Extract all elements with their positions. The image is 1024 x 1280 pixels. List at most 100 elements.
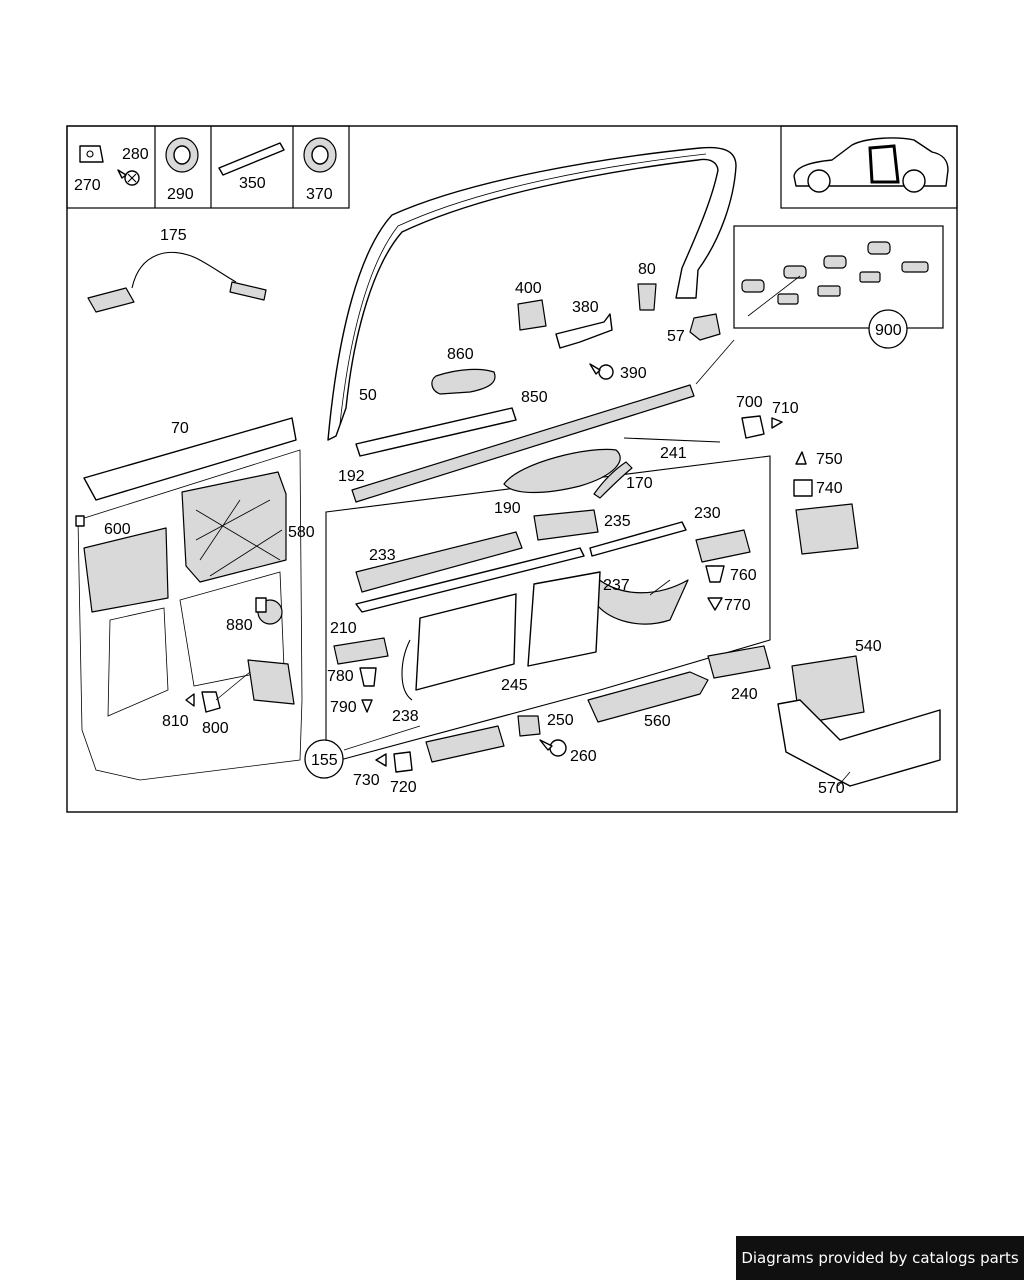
label-50: 50 (359, 387, 377, 404)
label-720: 720 (390, 779, 417, 796)
grommet-370-icon (303, 137, 337, 173)
label-350: 350 (239, 175, 266, 192)
socket-740-icon (793, 479, 813, 497)
lamp-lower-icon (425, 725, 505, 763)
rail-560-icon (587, 671, 709, 723)
clip-270-icon (79, 145, 104, 163)
label-155: 155 (311, 752, 338, 769)
handle-170-icon (593, 461, 633, 499)
window-frame-50-icon (327, 146, 737, 441)
label-175: 175 (160, 227, 187, 244)
cable-175-icon (87, 251, 267, 313)
label-290: 290 (167, 186, 194, 203)
trim-600-icon (83, 527, 169, 613)
label-210: 210 (330, 620, 357, 637)
label-245: 245 (501, 677, 528, 694)
label-370: 370 (306, 186, 333, 203)
switch-panel-235-icon (533, 509, 599, 541)
armrest-233-icon (355, 531, 523, 593)
label-800: 800 (202, 720, 229, 737)
label-237: 237 (603, 577, 630, 594)
label-390: 390 (620, 365, 647, 382)
label-57: 57 (667, 328, 685, 345)
label-850: 850 (521, 389, 548, 406)
diagram-frame (66, 125, 958, 813)
module-240-icon (707, 645, 771, 679)
knob-880-icon (255, 597, 283, 625)
socket-780-icon (359, 667, 377, 687)
bulb-810-icon (185, 693, 195, 707)
lamp-700-icon (741, 415, 765, 439)
bracket-380-icon (555, 313, 613, 349)
kit-900-group (733, 225, 944, 349)
label-880: 880 (226, 617, 253, 634)
label-600: 600 (104, 521, 131, 538)
strip-850-icon (355, 407, 517, 457)
label-380: 380 (572, 299, 599, 316)
clip-80-icon (637, 283, 657, 311)
label-233: 233 (369, 547, 396, 564)
label-250: 250 (547, 712, 574, 729)
label-238: 238 (392, 708, 419, 725)
label-190: 190 (494, 500, 521, 517)
leader-lines (215, 275, 851, 787)
socket-800-icon (201, 691, 221, 713)
footer-credit: Diagrams provided by catalogs parts (736, 1236, 1024, 1280)
label-810: 810 (162, 713, 189, 730)
cap-57-icon (689, 313, 721, 341)
label-900: 900 (875, 322, 902, 339)
label-540: 540 (855, 638, 882, 655)
label-730: 730 (353, 772, 380, 789)
label-760: 760 (730, 567, 757, 584)
label-770: 770 (724, 597, 751, 614)
part-labels: 270 280 290 350 370 175 70 600 580 880 8… (74, 146, 902, 797)
label-260: 260 (570, 748, 597, 765)
screw-390-icon (589, 363, 614, 380)
rod-241-icon (623, 437, 721, 443)
label-230: 230 (694, 505, 721, 522)
bracket-570-icon (777, 699, 941, 787)
label-780: 780 (327, 668, 354, 685)
label-400: 400 (515, 280, 542, 297)
label-241: 241 (660, 445, 687, 462)
label-570: 570 (818, 780, 845, 797)
label-170: 170 (626, 475, 653, 492)
trim-237-icon (591, 573, 689, 625)
socket-720-icon (393, 751, 413, 773)
bulb-730-icon (375, 753, 387, 767)
label-240: 240 (731, 686, 758, 703)
pocket-580-icon (181, 471, 287, 583)
label-860: 860 (447, 346, 474, 363)
bulb-790-icon (361, 699, 373, 713)
switch-800-icon (247, 659, 295, 705)
label-70: 70 (171, 420, 189, 437)
screw-280-icon (117, 169, 140, 186)
lamp-230-icon (695, 529, 751, 563)
label-710: 710 (772, 400, 799, 417)
strip-230-icon (589, 521, 687, 557)
panel-245-icon (415, 593, 517, 691)
lamp-210-icon (333, 637, 389, 665)
trim-860-icon (431, 368, 496, 395)
socket-760-icon (705, 565, 725, 583)
label-270: 270 (74, 177, 101, 194)
handle-190-icon (503, 448, 621, 494)
label-700: 700 (736, 394, 763, 411)
bulb-710-icon (771, 417, 783, 429)
rod-350-icon (218, 142, 285, 176)
grommet-290-icon (165, 137, 199, 173)
bulb-770-icon (707, 597, 723, 611)
seal-238-icon (401, 639, 413, 701)
label-740: 740 (816, 480, 843, 497)
label-192: 192 (338, 468, 365, 485)
screw-260-icon (539, 739, 567, 757)
label-580: 580 (288, 524, 315, 541)
label-280: 280 (122, 146, 149, 163)
bulb-750-icon (795, 451, 807, 465)
bracket-400-icon (517, 299, 547, 331)
lamp-housing-icon (795, 503, 859, 555)
car-locator-icon (793, 137, 949, 193)
label-80: 80 (638, 261, 656, 278)
callout-155-circle (304, 739, 344, 779)
